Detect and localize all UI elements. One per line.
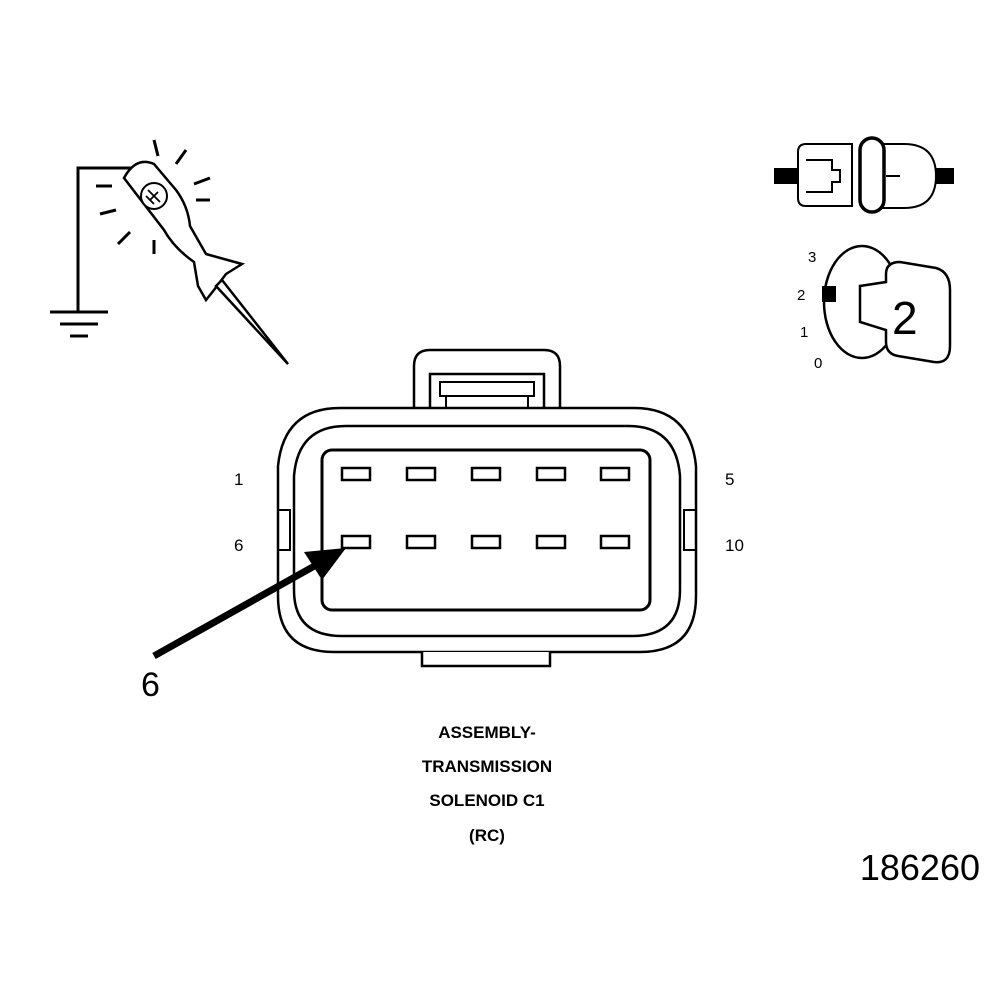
pin-label-5: 5 <box>725 470 734 489</box>
terminal-4 <box>535 466 567 482</box>
terminal-9 <box>535 534 567 550</box>
test-light-icon <box>50 139 289 365</box>
ground-symbol-icon <box>50 310 108 338</box>
terminal-6 <box>340 534 372 550</box>
terminal-7 <box>405 534 437 550</box>
ignition-switch-icon <box>822 244 952 364</box>
terminal-10 <box>599 534 631 550</box>
figure-number: 186260 <box>860 847 980 888</box>
ignition-key-number: 2 <box>892 292 918 344</box>
title-line-1: ASSEMBLY- <box>438 723 536 742</box>
title-line-2: TRANSMISSION <box>422 757 552 776</box>
title-line-4: (RC) <box>469 826 505 845</box>
terminal-3 <box>470 466 502 482</box>
connected-connector-icon <box>774 136 954 214</box>
terminal-1 <box>340 466 372 482</box>
terminal-5 <box>599 466 631 482</box>
pin-label-1: 1 <box>234 470 243 489</box>
connector-face <box>276 348 698 668</box>
pin-label-6: 6 <box>234 536 243 555</box>
ignition-position-2: 2 <box>797 287 805 304</box>
terminal-2 <box>405 466 437 482</box>
callout-label: 6 <box>141 666 160 704</box>
pin-label-10: 10 <box>725 536 744 555</box>
ignition-position-0: 0 <box>814 355 822 372</box>
title-line-3: SOLENOID C1 <box>429 791 544 810</box>
ignition-position-1: 1 <box>800 324 808 341</box>
ignition-position-3: 3 <box>808 249 816 266</box>
callout-arrow <box>152 548 346 660</box>
terminal-8 <box>470 534 502 550</box>
